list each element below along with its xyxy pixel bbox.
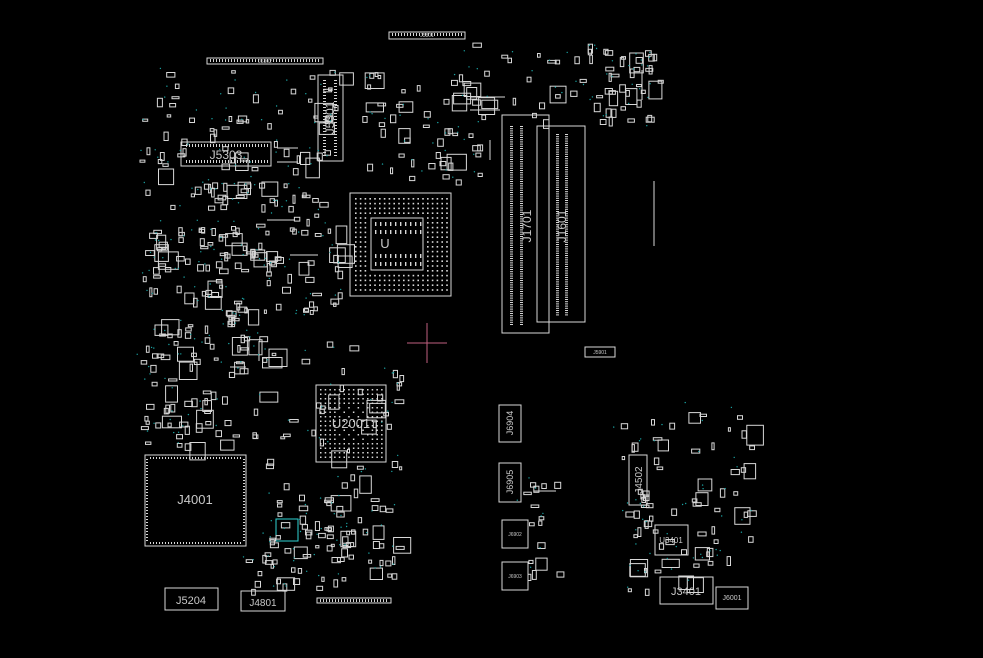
label-U3401: U3401 <box>659 536 683 545</box>
label-J3401: J3401 <box>671 586 701 598</box>
bga-u-inner-window <box>370 217 424 271</box>
bga-chip-U2001[interactable] <box>315 384 387 463</box>
label-U2001: U2001 <box>332 416 370 431</box>
label-J4801: J4801 <box>249 598 277 609</box>
connector-J6902[interactable] <box>501 519 529 549</box>
selected-chip-highlight[interactable] <box>275 518 299 542</box>
label-J1601: J1601 <box>555 209 569 242</box>
bga-u-ball-grid <box>355 198 448 291</box>
label-J5302: J5302 <box>258 59 272 65</box>
label-J1701: J1701 <box>520 209 534 242</box>
connector-bottom-strip[interactable] <box>316 597 392 604</box>
label-J6905: J6905 <box>505 470 515 495</box>
via-dots <box>136 44 752 588</box>
connector-J5901[interactable] <box>584 346 616 358</box>
connector-J4801[interactable] <box>240 590 286 612</box>
connector-J6905[interactable] <box>498 462 522 503</box>
connector-J4502[interactable] <box>628 454 648 506</box>
label-J5303: J5303 <box>210 148 243 162</box>
connector-J1601[interactable] <box>536 125 586 323</box>
connector-J6904[interactable] <box>498 404 522 443</box>
label-U: U <box>380 236 389 251</box>
small-components <box>139 42 764 596</box>
label-J6903: J6903 <box>508 574 522 580</box>
connector-pin-rows <box>146 33 568 602</box>
connector-J4001[interactable] <box>144 454 247 547</box>
label-J5901: J5901 <box>593 350 607 356</box>
connector-J3401[interactable] <box>659 576 714 605</box>
label-J6904: J6904 <box>505 411 515 436</box>
connector-J5801[interactable] <box>388 31 466 40</box>
connector-J6001[interactable] <box>715 586 749 610</box>
label-J5801: J5801 <box>420 33 434 39</box>
label-J6902: J6902 <box>508 532 522 538</box>
label-J5204: J5204 <box>176 595 206 607</box>
label-J5301: J5301 <box>323 101 337 134</box>
connector-J1701[interactable] <box>501 114 550 334</box>
label-J4502: J4502 <box>634 466 645 494</box>
label-J6001: J6001 <box>722 595 741 602</box>
connector-J5204[interactable] <box>164 587 219 611</box>
label-J4001: J4001 <box>177 492 212 507</box>
connector-J5302[interactable] <box>206 57 324 65</box>
chip-U3401[interactable] <box>654 524 689 556</box>
